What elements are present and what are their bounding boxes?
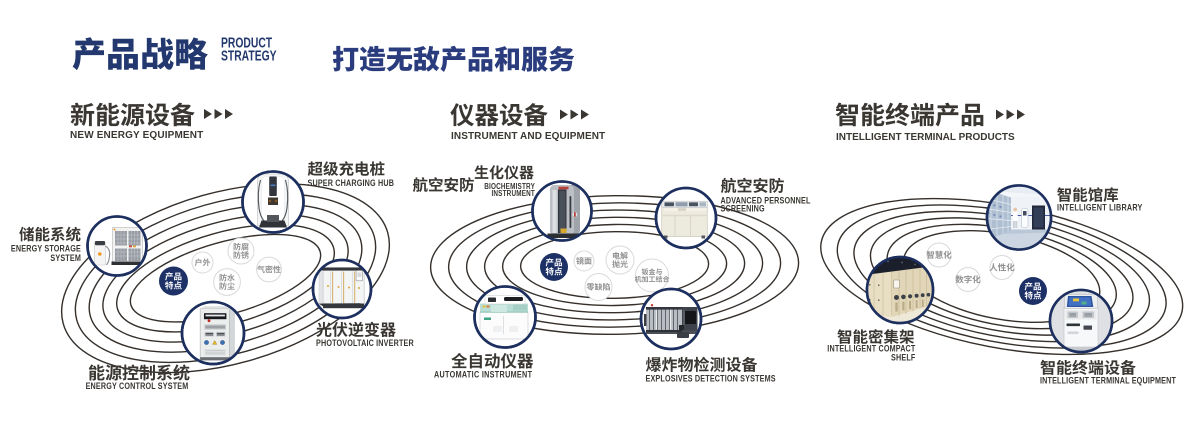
svg-text:INSTRUMENT AND EQUIPMENT: INSTRUMENT AND EQUIPMENT bbox=[451, 131, 605, 142]
svg-text:INTELLIGENT LIBRARY: INTELLIGENT LIBRARY bbox=[1057, 203, 1143, 213]
svg-text:ENERGY STORAGE: ENERGY STORAGE bbox=[11, 244, 81, 254]
svg-text:SUPER CHARGING HUB: SUPER CHARGING HUB bbox=[308, 178, 395, 188]
svg-text:INTELLIGENT TERMINAL EQUIPMENT: INTELLIGENT TERMINAL EQUIPMENT bbox=[1040, 376, 1176, 386]
svg-text:SYSTEM: SYSTEM bbox=[50, 253, 81, 263]
svg-text:SHELF: SHELF bbox=[891, 353, 915, 363]
svg-text:INTELLIGENT TERMINAL PRODUCTS: INTELLIGENT TERMINAL PRODUCTS bbox=[836, 132, 1015, 143]
svg-text:PRODUCT: PRODUCT bbox=[221, 33, 272, 50]
svg-text:INSTRUMENT: INSTRUMENT bbox=[491, 189, 535, 198]
svg-text:BIOCHEMISTRY: BIOCHEMISTRY bbox=[484, 182, 535, 191]
svg-text:NEW ENERGY EQUIPMENT: NEW ENERGY EQUIPMENT bbox=[70, 130, 203, 141]
svg-text:STRATEGY: STRATEGY bbox=[221, 47, 277, 64]
svg-text:SCREENING: SCREENING bbox=[721, 204, 765, 214]
svg-text:PHOTOVOLTAIC INVERTER: PHOTOVOLTAIC INVERTER bbox=[316, 338, 414, 348]
svg-text:ADVANCED PERSONNEL: ADVANCED PERSONNEL bbox=[721, 196, 811, 206]
svg-text:AUTOMATIC INSTRUMENT: AUTOMATIC INSTRUMENT bbox=[434, 370, 532, 380]
svg-text:INTELLIGENT COMPACT: INTELLIGENT COMPACT bbox=[827, 344, 915, 354]
svg-text:EXPLOSIVES DETECTION SYSTEMS: EXPLOSIVES DETECTION SYSTEMS bbox=[646, 374, 777, 384]
svg-text:ENERGY CONTROL SYSTEM: ENERGY CONTROL SYSTEM bbox=[86, 381, 189, 391]
